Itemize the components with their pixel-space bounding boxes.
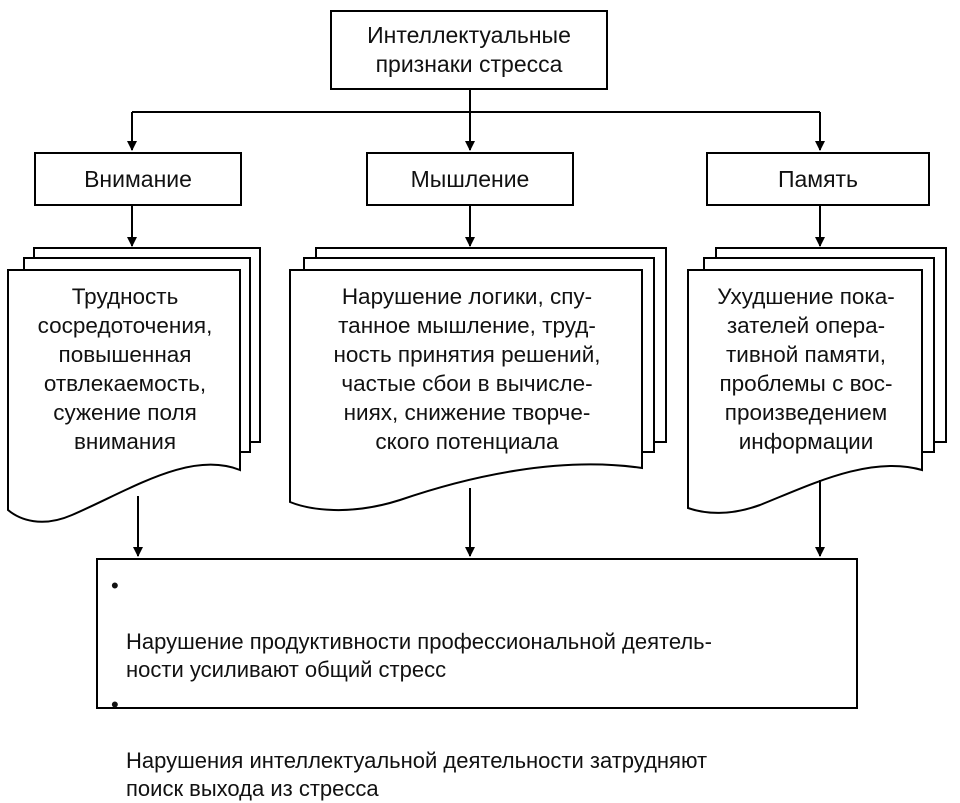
detail-text-memory: Ухудшение пока- зателей опера- тивной па…	[717, 284, 895, 454]
connectors-and-documents	[7, 90, 947, 557]
category-box-memory: Память	[706, 152, 930, 206]
bullet-mark: •	[111, 692, 119, 717]
detail-doc-stack-memory	[687, 247, 947, 514]
stress-flowchart: Интеллектуальные признаки стресса Вниман…	[7, 10, 947, 801]
detail-doc-stack-thinking	[289, 247, 667, 512]
title-text: Интеллектуальные признаки стресса	[367, 22, 571, 77]
category-label-memory: Память	[777, 165, 859, 192]
category-label-thinking: Мышление	[410, 165, 530, 192]
detail-text-thinking: Нарушение логики, спу- танное мышление, …	[333, 284, 601, 454]
category-box-thinking: Мышление	[366, 152, 574, 206]
category-box-attention: Внимание	[34, 152, 242, 206]
summary-item: • Нарушение продуктивности профессиональ…	[111, 572, 846, 684]
title-box: Интеллектуальные признаки стресса	[330, 10, 608, 90]
category-label-attention: Внимание	[84, 165, 192, 192]
summary-item-text: Нарушения интеллектуальной деятельности …	[126, 748, 708, 801]
summary-item-text: Нарушение продуктивности профессионально…	[126, 629, 712, 682]
detail-text-attention: Трудность сосредоточения, повышенная отв…	[37, 284, 213, 454]
summary-box: • Нарушение продуктивности профессиональ…	[96, 558, 858, 801]
summary-item: • Нарушения интеллектуальной деятельност…	[111, 691, 846, 803]
bullet-mark: •	[111, 573, 119, 598]
detail-doc-stack-attention	[7, 247, 261, 523]
